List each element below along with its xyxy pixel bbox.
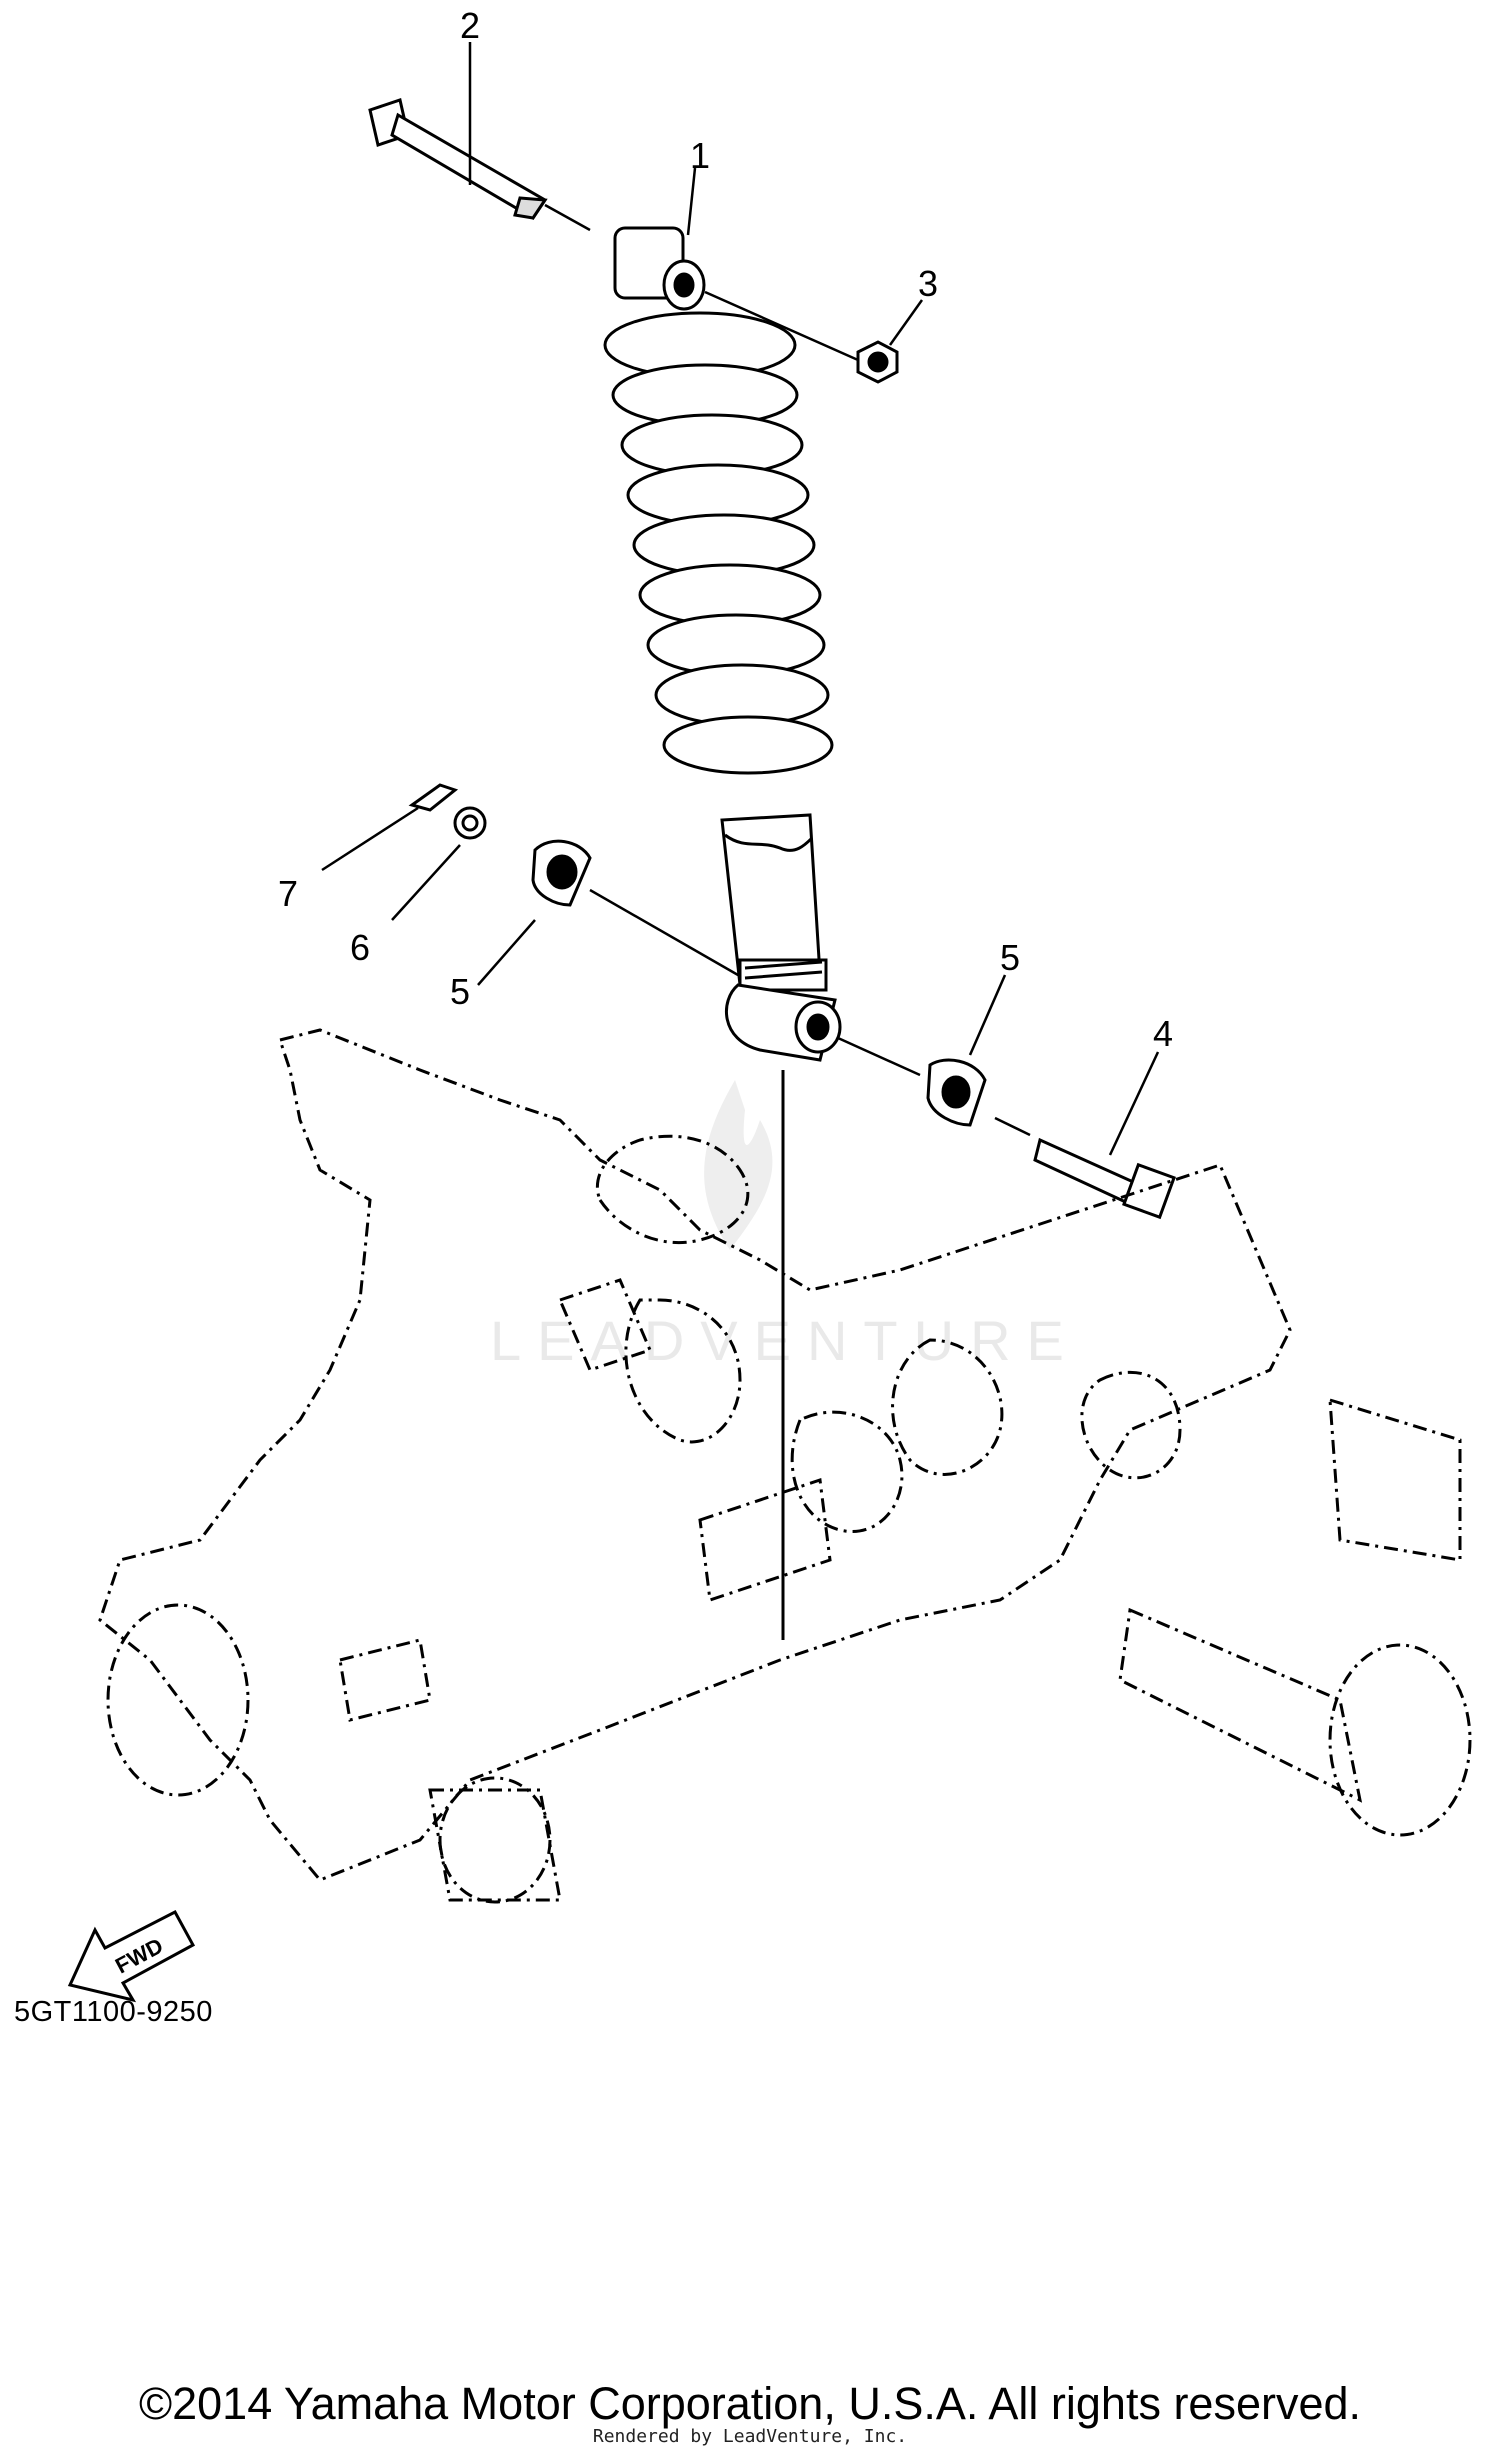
callout-3: 3 bbox=[918, 263, 938, 304]
callouts: 1 2 3 4 5 5 6 7 bbox=[278, 5, 1173, 1054]
rendered-by-notice: Rendered by LeadVenture, Inc. bbox=[592, 2426, 908, 2447]
callout-6: 6 bbox=[350, 927, 370, 968]
upper-nut bbox=[856, 340, 899, 384]
upper-axis bbox=[544, 203, 859, 362]
coil-spring bbox=[603, 311, 834, 775]
lower-hardware bbox=[408, 783, 1176, 1220]
shock-absorber bbox=[603, 226, 842, 1062]
fwd-arrow-icon bbox=[67, 1909, 196, 2003]
watermark-flame-icon bbox=[704, 1080, 773, 1250]
fwd-arrow: FWD bbox=[67, 1909, 196, 2003]
callout-7: 7 bbox=[278, 873, 298, 914]
callout-2: 2 bbox=[460, 5, 480, 46]
callout-1: 1 bbox=[690, 135, 710, 176]
copyright-notice: ©2014 Yamaha Motor Corporation, U.S.A. A… bbox=[138, 2378, 1362, 2429]
upper-bolt bbox=[368, 98, 548, 221]
callout-4: 4 bbox=[1153, 1013, 1173, 1054]
swingarm-housing bbox=[98, 1028, 1472, 1904]
part-number: 5GT1100-9250 bbox=[14, 1996, 213, 2028]
callout-5-left: 5 bbox=[450, 971, 470, 1012]
watermark: LEADVENTURE bbox=[490, 1080, 1064, 1372]
callout-5-right: 5 bbox=[1000, 937, 1020, 978]
leader-lines bbox=[321, 42, 1160, 1156]
